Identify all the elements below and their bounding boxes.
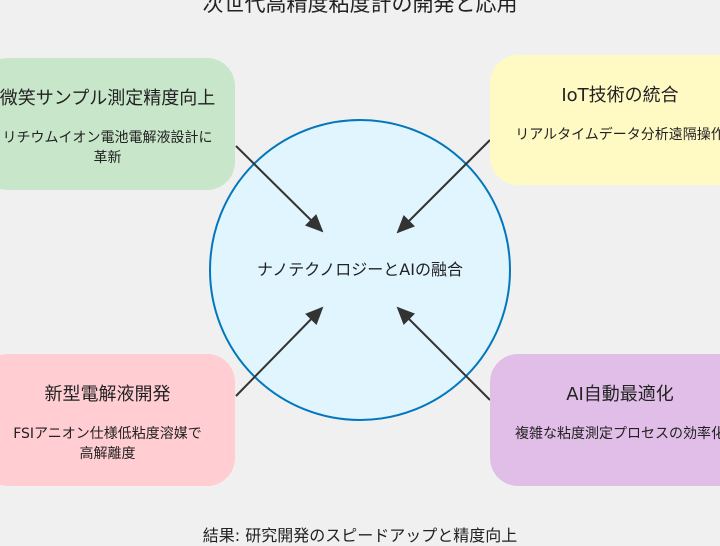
box-iot: IoT技術の統合 リアルタイムデータ分析遠隔操作 [490,55,720,185]
box-description-line2: 革新 [93,150,122,166]
arrow-purple-to-center [396,306,491,401]
center-label: ナノテクノロジーとAIの融合 [257,260,463,279]
arrow-yellow-to-center [396,139,491,234]
box-heading: 新型電解液開発 [44,384,171,405]
box-description: リアルタイムデータ分析遠隔操作 [515,127,720,143]
arrow-pink-to-center [235,306,324,397]
box-heading: IoT技術の統合 [561,85,679,106]
box-ai-optimization: AI自動最適化 複雑な粘度測定プロセスの効率化 [490,354,720,486]
box-description: FSIアニオン仕様低粘度溶媒で [13,426,202,442]
box-description-line2: 高解離度 [79,446,136,462]
box-description: 複雑な粘度測定プロセスの効率化 [515,426,720,442]
arrow-green-to-center [235,145,324,233]
box-heading: 微笑サンプル測定精度向上 [0,88,216,109]
result-footer: 結果: 研究開発のスピードアップと精度向上 [202,526,518,545]
box-electrolyte: 新型電解液開発 FSIアニオン仕様低粘度溶媒で高解離度 [0,354,235,486]
box-micro-sample: 微笑サンプル測定精度向上 リチウムイオン電池電解液設計に革新 [0,58,235,190]
diagram-title: 次世代高精度粘度計の開発と応用 [202,0,518,16]
box-heading: AI自動最適化 [566,384,674,405]
box-description: リチウムイオン電池電解液設計に [2,130,213,146]
